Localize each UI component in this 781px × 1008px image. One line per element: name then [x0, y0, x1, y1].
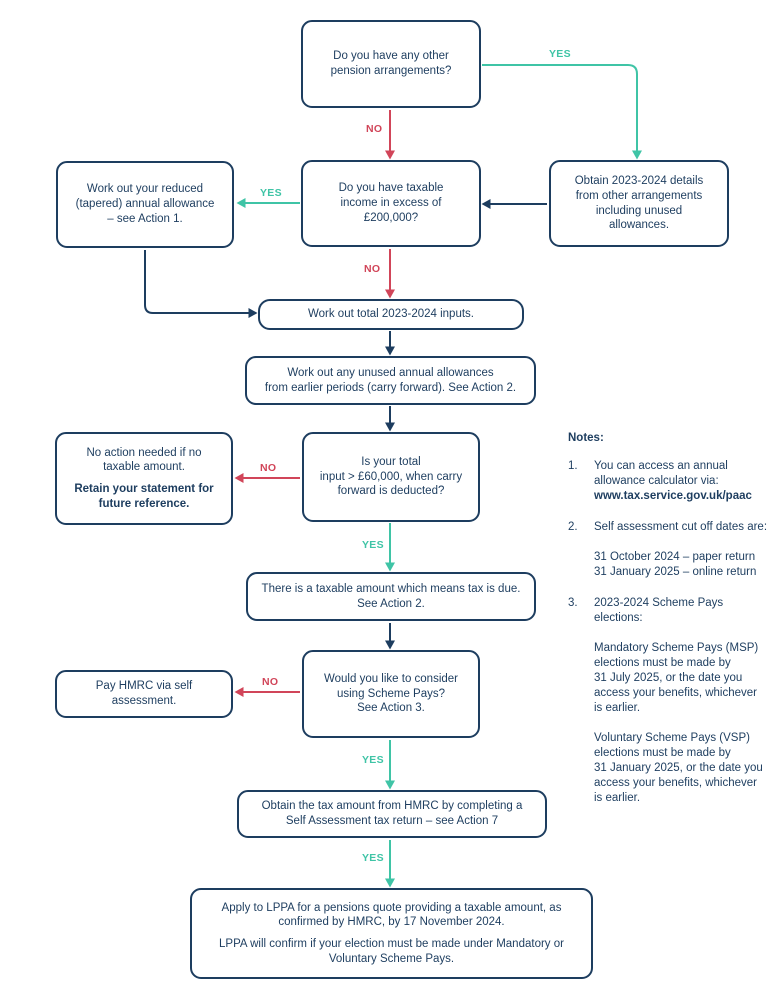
note-item: 2. Self assessment cut off dates are: 31…: [568, 520, 780, 580]
flow-node-obtain-details: Obtain 2023-2024 details from other arra…: [549, 160, 729, 247]
label-yes-over60k: YES: [362, 539, 384, 551]
flow-node-pay-hmrc: Pay HMRC via self assessment.: [55, 670, 233, 718]
note-number: 1.: [568, 460, 578, 472]
flow-node-text: Obtain the tax amount from HMRC by compl…: [261, 800, 523, 827]
label-yes-pensions: YES: [549, 48, 571, 60]
flow-node-taxable-amount-due: There is a taxable amount which means ta…: [246, 572, 536, 621]
notes-heading: Notes:: [568, 432, 604, 444]
note-item: 3. 2023-2024 Scheme Pays elections: Mand…: [568, 596, 780, 806]
label-yes-schemepays: YES: [362, 754, 384, 766]
flow-node-taxable-income: Do you have taxable income in excess of …: [301, 160, 481, 247]
note-text: Self assessment cut off dates are:: [594, 521, 768, 533]
flow-node-input-over-60k: Is your total input > £60,000, when carr…: [302, 432, 480, 522]
flow-node-tapered-allowance: Work out your reduced (tapered) annual a…: [56, 161, 234, 248]
note-text: 2023-2024 Scheme Pays elections:: [594, 597, 724, 624]
connector-tapered-to-inputs: [144, 250, 258, 318]
note-number: 3.: [568, 597, 578, 609]
note-item: 1. You can access an annual allowance ca…: [568, 459, 780, 504]
flow-node-no-action-needed: No action needed if no taxable amount. R…: [55, 432, 233, 525]
note-text: 31 October 2024 – paper return 31 Januar…: [594, 551, 757, 578]
label-no-income: NO: [364, 263, 381, 275]
flow-node-text: Apply to LPPA for a pensions quote provi…: [221, 901, 562, 929]
label-yes-obtaintax: YES: [362, 852, 384, 864]
note-number: 2.: [568, 521, 578, 533]
note-text: Mandatory Scheme Pays (MSP) elections mu…: [594, 642, 759, 714]
flow-node-scheme-pays-question: Would you like to consider using Scheme …: [302, 650, 480, 738]
flow-node-text: No action needed if no taxable amount.: [86, 446, 202, 474]
note-url: www.tax.service.gov.uk/paac: [594, 490, 752, 502]
connector-yes-pensions-to-details: [482, 64, 642, 160]
flow-node-text-bold: Retain your statement for future referen…: [74, 483, 214, 510]
label-no-over60k: NO: [260, 462, 277, 474]
label-no-pensions: NO: [366, 123, 383, 135]
flow-node-text: Obtain 2023-2024 details from other arra…: [574, 175, 704, 232]
label-no-schemepays: NO: [262, 676, 279, 688]
flow-node-text: Pay HMRC via self assessment.: [95, 680, 193, 707]
flow-node-text: Work out total 2023-2024 inputs.: [307, 308, 474, 321]
label-yes-income: YES: [260, 187, 282, 199]
notes-panel: Notes: 1. You can access an annual allow…: [568, 431, 780, 822]
flow-node-carry-forward: Work out any unused annual allowances fr…: [245, 356, 536, 405]
flow-node-text: LPPA will confirm if your election must …: [219, 938, 564, 965]
flow-node-obtain-tax-amount: Obtain the tax amount from HMRC by compl…: [237, 790, 547, 838]
flow-node-apply-lppa: Apply to LPPA for a pensions quote provi…: [190, 888, 593, 979]
flow-node-total-inputs: Work out total 2023-2024 inputs.: [258, 299, 524, 330]
flow-node-text: Do you have any other pension arrangemen…: [330, 50, 452, 77]
note-text: You can access an annual allowance calcu…: [594, 460, 728, 487]
flow-node-other-pensions: Do you have any other pension arrangemen…: [301, 20, 481, 108]
flow-node-text: Is your total input > £60,000, when carr…: [319, 455, 463, 498]
flow-node-text: Would you like to consider using Scheme …: [323, 672, 459, 715]
note-text: Voluntary Scheme Pays (VSP) elections mu…: [594, 732, 763, 804]
flow-node-text: Work out your reduced (tapered) annual a…: [75, 183, 215, 225]
flow-node-text: Do you have taxable income in excess of …: [338, 182, 444, 224]
flow-node-text: Work out any unused annual allowances fr…: [264, 366, 517, 394]
flow-node-text: There is a taxable amount which means ta…: [261, 582, 521, 610]
